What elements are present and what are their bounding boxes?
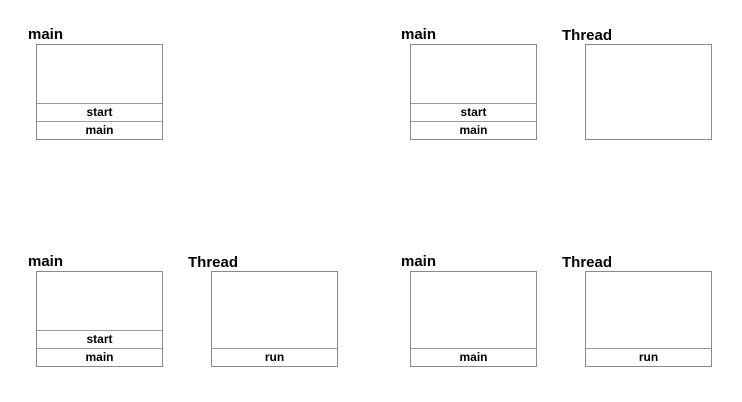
stack-frame: start xyxy=(37,330,162,348)
stack-frame: start xyxy=(411,103,536,121)
stack-label-thread: Thread xyxy=(562,254,613,271)
stack-frame: main xyxy=(411,348,536,366)
stack-frame: main xyxy=(37,348,162,366)
call-stack-thread: run xyxy=(211,271,338,367)
call-stack-thread: run xyxy=(585,271,712,367)
call-stack-main: start main xyxy=(36,44,163,140)
stack-frame: start xyxy=(37,103,162,121)
stack-label-thread: Thread xyxy=(188,254,239,271)
stack-label-main: main xyxy=(401,253,437,270)
stack-frame: run xyxy=(212,348,337,366)
stack-frame: main xyxy=(411,121,536,139)
stack-label-main: main xyxy=(28,26,64,43)
stack-label-thread: Thread xyxy=(562,27,613,44)
call-stack-main: main xyxy=(410,271,537,367)
call-stack-thread xyxy=(585,44,712,140)
call-stack-main: start main xyxy=(410,44,537,140)
stack-frame: main xyxy=(37,121,162,139)
stack-frame: run xyxy=(586,348,711,366)
stack-label-main: main xyxy=(28,253,64,270)
stack-label-main: main xyxy=(401,26,437,43)
call-stack-main: start main xyxy=(36,271,163,367)
